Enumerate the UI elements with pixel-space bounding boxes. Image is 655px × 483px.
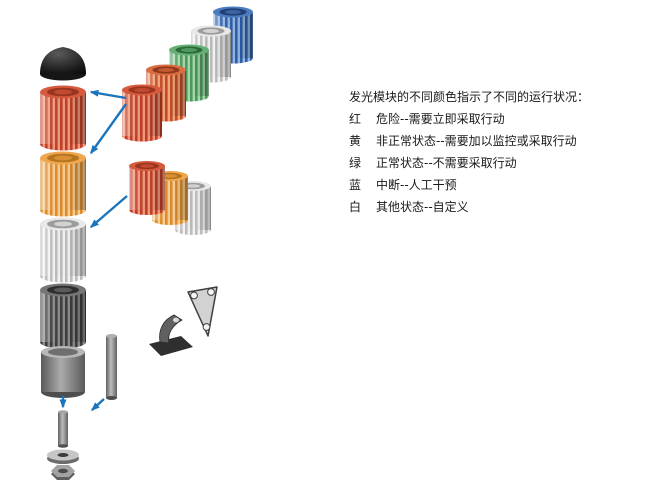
- mounting-pole: [106, 334, 117, 400]
- top-module-cluster: [122, 6, 253, 142]
- base-module: [41, 346, 85, 398]
- nut: [51, 465, 75, 480]
- wall-bracket: [149, 314, 193, 356]
- legend-intro: 发光模块的不同颜色指示了不同的运行状况：: [349, 90, 590, 104]
- legend-description: 其他状态--自定义: [376, 200, 469, 214]
- legend-description: 非正常状态--需要加以监控或采取行动: [376, 134, 577, 148]
- legend-color-label: 白: [349, 200, 362, 214]
- dark-body-module: [40, 283, 86, 349]
- legend-description: 中断--人工干预: [376, 178, 457, 192]
- mounting-tube: [58, 410, 68, 448]
- dome-cap: [40, 47, 86, 81]
- legend-row-red: 红 危险--需要立即采取行动: [349, 108, 649, 130]
- legend-color-label: 绿: [349, 156, 362, 170]
- legend-row-blue: 蓝 中断--人工干预: [349, 174, 649, 196]
- assembly-arrows: [59, 89, 128, 412]
- color-legend: 发光模块的不同颜色指示了不同的运行状况： 红 危险--需要立即采取行动 黄 非正…: [349, 86, 649, 218]
- arrow-pole-to-tube: [90, 398, 105, 412]
- legend-color-label: 蓝: [349, 178, 362, 192]
- legend-row-green: 绿 正常状态--不需要采取行动: [349, 152, 649, 174]
- red-module: [122, 84, 162, 142]
- legend-description: 正常状态--不需要采取行动: [376, 156, 517, 170]
- amber-light-module: [40, 151, 86, 217]
- arrow-to-clear-module: [89, 195, 128, 228]
- washer: [47, 449, 79, 464]
- mounting-parts: [106, 286, 218, 400]
- legend-row-white: 白 其他状态--自定义: [349, 196, 649, 218]
- main-stack: [40, 47, 86, 480]
- legend-description: 危险--需要立即采取行动: [376, 112, 505, 126]
- legend-color-label: 黄: [349, 134, 362, 148]
- arrow-to-amber-module: [90, 103, 127, 155]
- arrow-to-red-module: [89, 89, 127, 100]
- legend-color-label: 红: [349, 112, 362, 126]
- red-light-module: [40, 85, 86, 151]
- middle-module-cluster: [129, 161, 211, 235]
- red-module: [129, 161, 165, 215]
- triangle-bracket: [187, 286, 218, 337]
- clear-light-module: [40, 217, 86, 283]
- legend-row-yellow: 黄 非正常状态--需要加以监控或采取行动: [349, 130, 649, 152]
